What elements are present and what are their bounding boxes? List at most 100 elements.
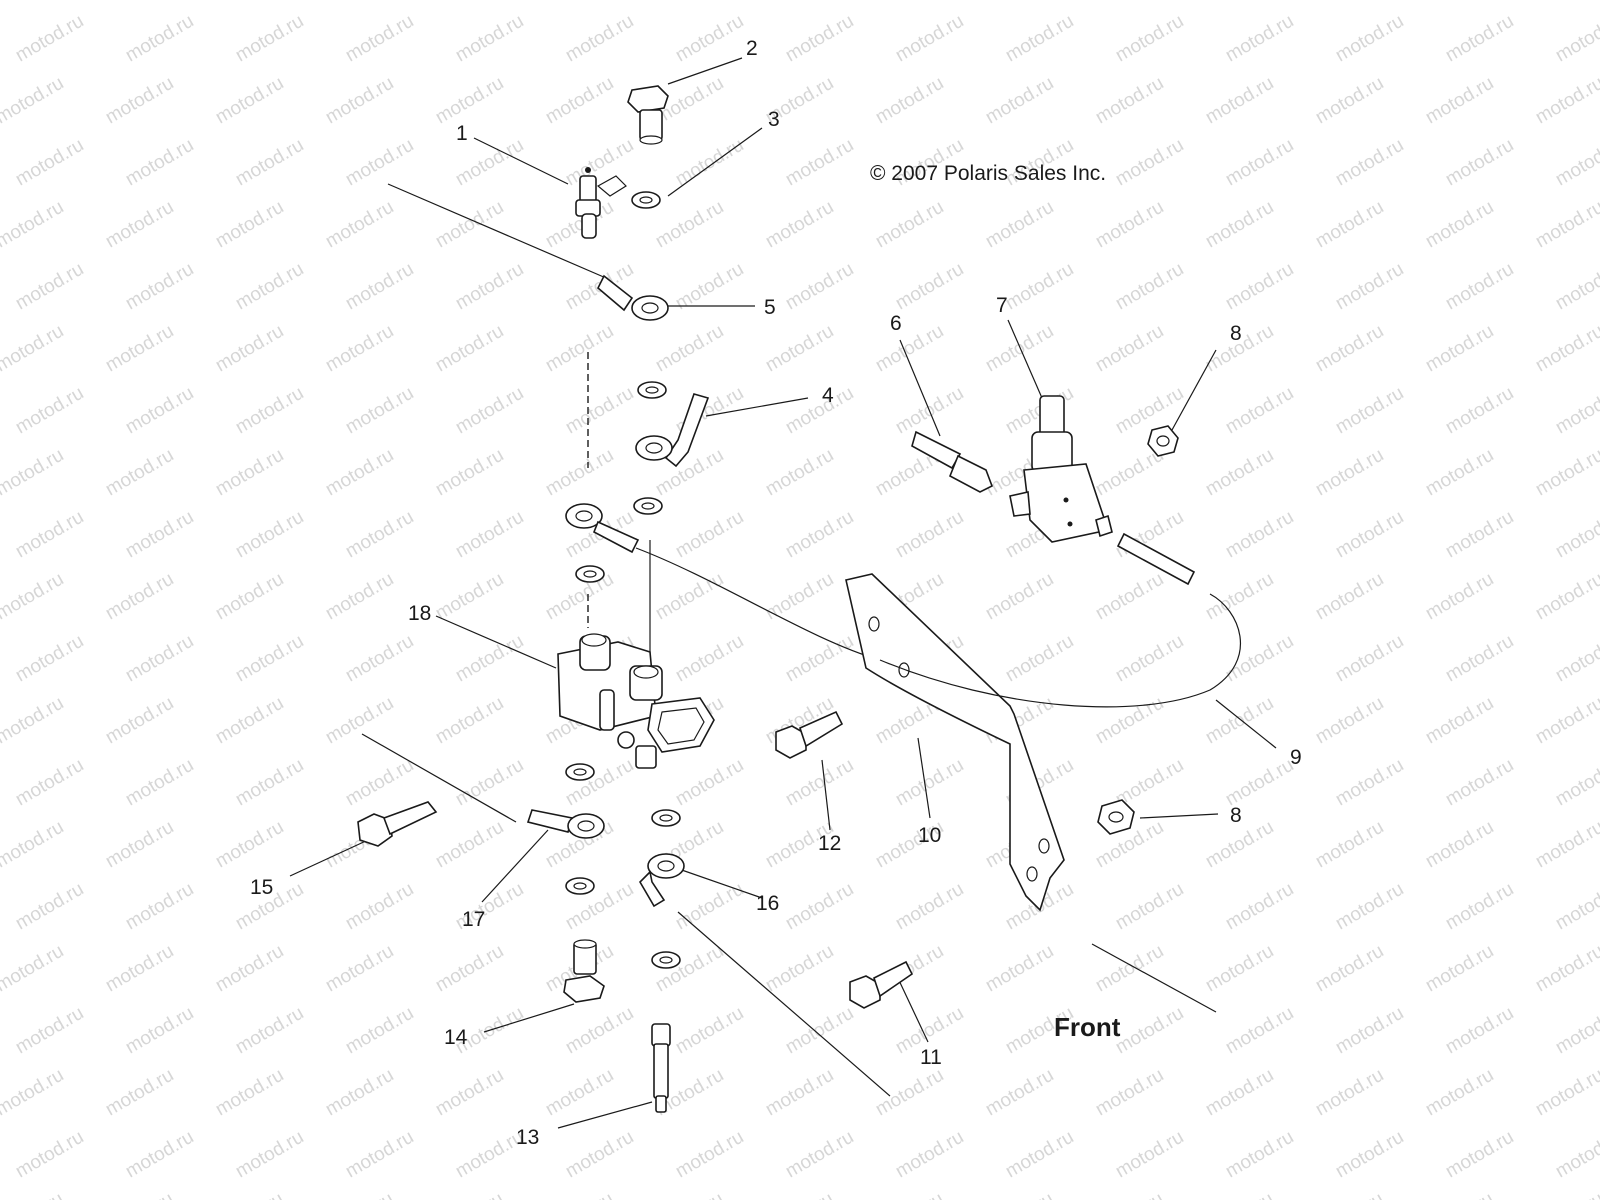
watermark-text: motod.ru (1422, 445, 1497, 501)
watermark-text: motod.ru (322, 197, 397, 253)
assembly-line-lower-left (361, 733, 517, 823)
watermark-text: motod.ru (872, 197, 947, 253)
leader-line-18 (435, 615, 557, 669)
watermark-text: motod.ru (872, 321, 947, 377)
watermark-text: motod.ru (102, 693, 177, 749)
watermark-text: motod.ru (102, 321, 177, 377)
watermark-text: motod.ru (1552, 1003, 1600, 1059)
watermark-text: motod.ru (1332, 507, 1407, 563)
watermark-text: motod.ru (982, 569, 1057, 625)
watermark-text: motod.ru (322, 445, 397, 501)
leader-line-2 (667, 57, 743, 85)
watermark-text: motod.ru (0, 1189, 67, 1200)
watermark-text: motod.ru (672, 1003, 747, 1059)
watermark-text: motod.ru (1222, 507, 1297, 563)
banjo-fitting-left (565, 503, 640, 554)
leader-line-12 (821, 759, 831, 831)
watermark-text: motod.ru (1312, 1189, 1387, 1200)
watermark-text: motod.ru (1332, 1127, 1407, 1183)
watermark-text: motod.ru (1312, 569, 1387, 625)
pressure-switch-part-1 (575, 167, 627, 239)
callout-label-3: 3 (768, 108, 780, 131)
nut-part-8-bottom (1097, 799, 1135, 835)
watermark-text: motod.ru (432, 1189, 507, 1200)
watermark-text: motod.ru (1552, 383, 1600, 439)
watermark-text: motod.ru (1442, 879, 1517, 935)
callout-label-2: 2 (746, 37, 758, 60)
watermark-text: motod.ru (1112, 1003, 1187, 1059)
watermark-text: motod.ru (1442, 631, 1517, 687)
callout-label-9: 9 (1290, 746, 1302, 769)
watermark-text: motod.ru (1332, 879, 1407, 935)
watermark-text: motod.ru (342, 259, 417, 315)
watermark-text: motod.ru (322, 1189, 397, 1200)
watermark-text: motod.ru (0, 0, 67, 4)
watermark-text: motod.ru (872, 1189, 947, 1200)
watermark-text: motod.ru (782, 259, 857, 315)
watermark-text: motod.ru (982, 321, 1057, 377)
watermark-text: motod.ru (1422, 73, 1497, 129)
watermark-text: motod.ru (1532, 321, 1600, 377)
watermark-text: motod.ru (232, 1003, 307, 1059)
watermark-text: motod.ru (1422, 197, 1497, 253)
watermark-text: motod.ru (432, 941, 507, 997)
leader-line-11 (895, 973, 929, 1043)
brake-line-part-4 (635, 393, 710, 468)
watermark-text: motod.ru (432, 817, 507, 873)
leader-line-1 (473, 137, 569, 185)
watermark-text: motod.ru (1202, 1065, 1277, 1121)
watermark-text: motod.ru (782, 755, 857, 811)
watermark-text: motod.ru (982, 197, 1057, 253)
watermark-text: motod.ru (1312, 693, 1387, 749)
watermark-text: motod.ru (452, 383, 527, 439)
watermark-text: motod.ru (782, 879, 857, 935)
watermark-text: motod.ru (892, 879, 967, 935)
watermark-text: motod.ru (1202, 73, 1277, 129)
watermark-text: motod.ru (1332, 383, 1407, 439)
watermark-text: motod.ru (342, 11, 417, 67)
watermark-text: motod.ru (872, 0, 947, 4)
watermark-text: motod.ru (212, 693, 287, 749)
watermark-text: motod.ru (1552, 11, 1600, 67)
valve-block-part-18 (557, 633, 715, 769)
watermark-text: motod.ru (1552, 507, 1600, 563)
callout-label-14: 14 (444, 1026, 468, 1049)
watermark-text: motod.ru (1002, 259, 1077, 315)
watermark-text: motod.ru (232, 507, 307, 563)
watermark-text: motod.ru (652, 1189, 727, 1200)
watermark-text: motod.ru (212, 569, 287, 625)
leader-line-13 (557, 1101, 653, 1129)
watermark-text: motod.ru (1312, 321, 1387, 377)
watermark-text: motod.ru (1222, 383, 1297, 439)
watermark-text: motod.ru (892, 1127, 967, 1183)
watermark-text: motod.ru (1532, 445, 1600, 501)
watermark-text: motod.ru (1092, 197, 1167, 253)
watermark-text: motod.ru (1332, 755, 1407, 811)
watermark-text: motod.ru (1422, 1189, 1497, 1200)
watermark-text: motod.ru (1422, 569, 1497, 625)
watermark-text: motod.ru (652, 0, 727, 4)
watermark-text: motod.ru (892, 755, 967, 811)
watermark-text: motod.ru (1092, 1189, 1167, 1200)
watermark-text: motod.ru (212, 445, 287, 501)
leader-line-15 (289, 839, 369, 877)
watermark-text: motod.ru (122, 755, 197, 811)
watermark-text: motod.ru (232, 11, 307, 67)
watermark-text: motod.ru (762, 0, 837, 4)
watermark-text: motod.ru (122, 11, 197, 67)
watermark-text: motod.ru (762, 1065, 837, 1121)
watermark-text: motod.ru (762, 941, 837, 997)
banjo-bolt-part-14 (563, 939, 605, 1003)
watermark-text: motod.ru (0, 321, 67, 377)
watermark-text: motod.ru (452, 11, 527, 67)
leader-line-8-top (1171, 349, 1217, 431)
watermark-text: motod.ru (122, 1003, 197, 1059)
watermark-text: motod.ru (102, 1065, 177, 1121)
watermark-text: motod.ru (1532, 197, 1600, 253)
watermark-text: motod.ru (1422, 817, 1497, 873)
watermark-text: motod.ru (1422, 941, 1497, 997)
watermark-text: motod.ru (1532, 1065, 1600, 1121)
watermark-text: motod.ru (1312, 0, 1387, 4)
watermark-text: motod.ru (1112, 11, 1187, 67)
